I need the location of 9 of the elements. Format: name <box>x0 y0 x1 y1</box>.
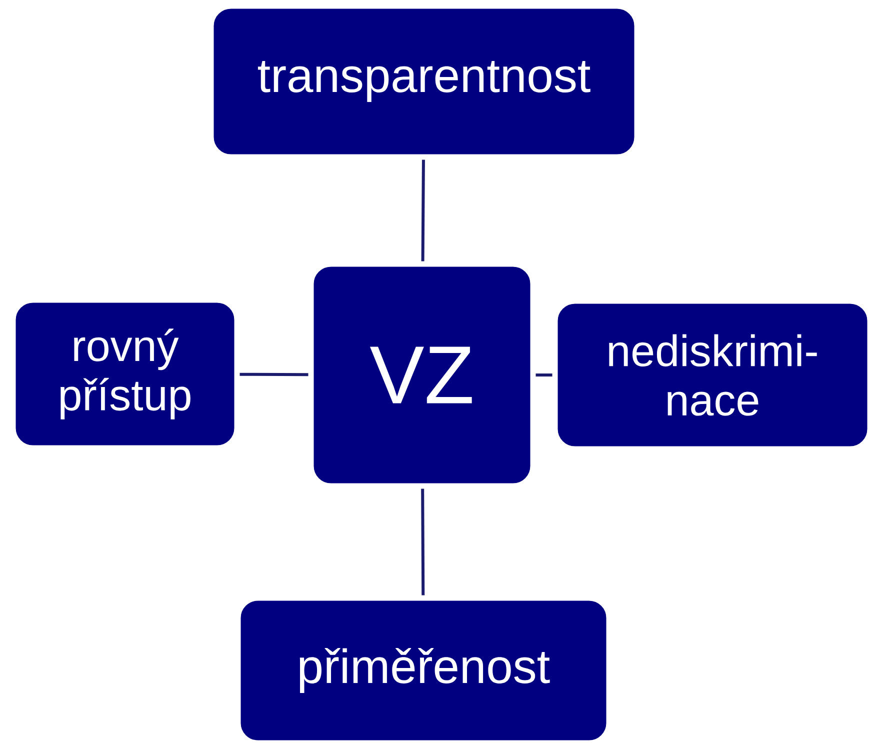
concept-box: přiměřenost <box>239 599 608 742</box>
connector-line <box>240 372 308 376</box>
concept-box: nediskrimi- nace <box>556 302 869 448</box>
connector-line <box>421 160 425 262</box>
concept-box: VZ <box>312 265 532 485</box>
connector-line <box>421 488 425 596</box>
connector-line <box>536 374 552 376</box>
concept-box: rovný přístup <box>14 301 236 447</box>
concept-box: transparentnost <box>212 7 636 156</box>
